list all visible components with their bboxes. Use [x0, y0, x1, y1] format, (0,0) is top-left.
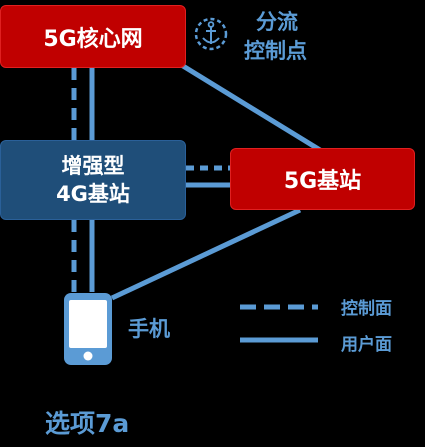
node-enhanced-4g-line1: 增强型	[61, 154, 125, 178]
link-core-gnb-user	[168, 55, 322, 153]
anchor-icon	[194, 17, 228, 51]
split-control-point-label: 分流 控制点	[244, 8, 334, 66]
split-label-line2: 控制点	[244, 39, 307, 63]
legend-user-label: 用户面	[341, 335, 392, 355]
node-enhanced-4g: 增强型 4G基站	[0, 140, 186, 220]
split-label-line1: 分流	[256, 10, 298, 34]
smartphone-icon	[64, 293, 112, 365]
link-phone-gnb-user	[110, 207, 302, 301]
node-5g-gnb: 5G基站	[230, 148, 415, 210]
node-5g-core-label: 5G核心网	[43, 26, 143, 52]
diagram-caption: 选项7a	[45, 409, 130, 438]
phone-label: 手机	[128, 317, 170, 341]
node-5g-gnb-label: 5G基站	[283, 169, 362, 194]
node-5g-core: 5G核心网	[0, 5, 186, 68]
legend-control-label: 控制面	[341, 299, 392, 319]
node-enhanced-4g-line2: 4G基站	[56, 182, 130, 206]
